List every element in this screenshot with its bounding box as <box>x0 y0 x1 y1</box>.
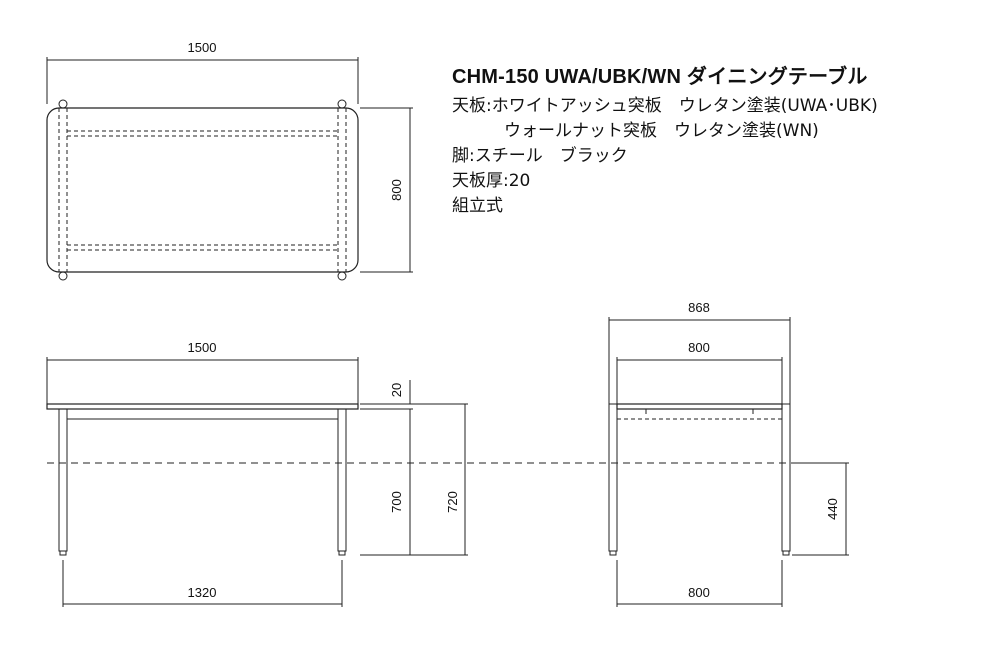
dim-side-overall: 868 <box>688 300 710 315</box>
dim-plan-width: 1500 <box>188 40 217 55</box>
dim-total-height: 720 <box>445 491 460 513</box>
spec-top-material: 天板:ホワイトアッシュ突板 ウレタン塗装(UWA･UBK) <box>452 96 878 116</box>
dim-leg-span: 1320 <box>188 585 217 600</box>
dim-frame-height: 700 <box>389 491 404 513</box>
product-title: CHM-150 UWA/UBK/WN ダイニングテーブル <box>452 66 868 88</box>
plan-leg <box>58 271 68 281</box>
spec-top-material-alt: ウォールナット突板 ウレタン塗装(WN) <box>504 121 819 141</box>
plan-view <box>46 57 413 281</box>
side-tabletop <box>616 403 783 410</box>
spec-top-thickness: 天板厚:20 <box>452 171 531 191</box>
plan-tabletop <box>46 107 359 273</box>
dim-front-width: 1500 <box>188 340 217 355</box>
spec-block: CHM-150 UWA/UBK/WN ダイニングテーブル 天板:ホワイトアッシュ… <box>452 60 878 219</box>
side-leg <box>608 403 618 552</box>
dim-plan-depth: 800 <box>389 179 404 201</box>
front-view <box>46 357 468 607</box>
spec-leg-material: 脚:スチール ブラック <box>452 146 628 166</box>
dim-seat-height: 440 <box>825 498 840 520</box>
front-tabletop <box>46 403 359 410</box>
dim-side-top: 800 <box>688 340 710 355</box>
plan-leg <box>337 99 347 109</box>
dim-top-thickness: 20 <box>389 383 404 397</box>
front-leg <box>58 408 68 552</box>
plan-leg <box>337 271 347 281</box>
side-view <box>608 317 849 607</box>
side-leg <box>781 403 791 552</box>
spec-assembly: 組立式 <box>452 196 503 216</box>
dim-side-legs: 800 <box>688 585 710 600</box>
plan-leg <box>58 99 68 109</box>
front-leg <box>337 408 347 552</box>
